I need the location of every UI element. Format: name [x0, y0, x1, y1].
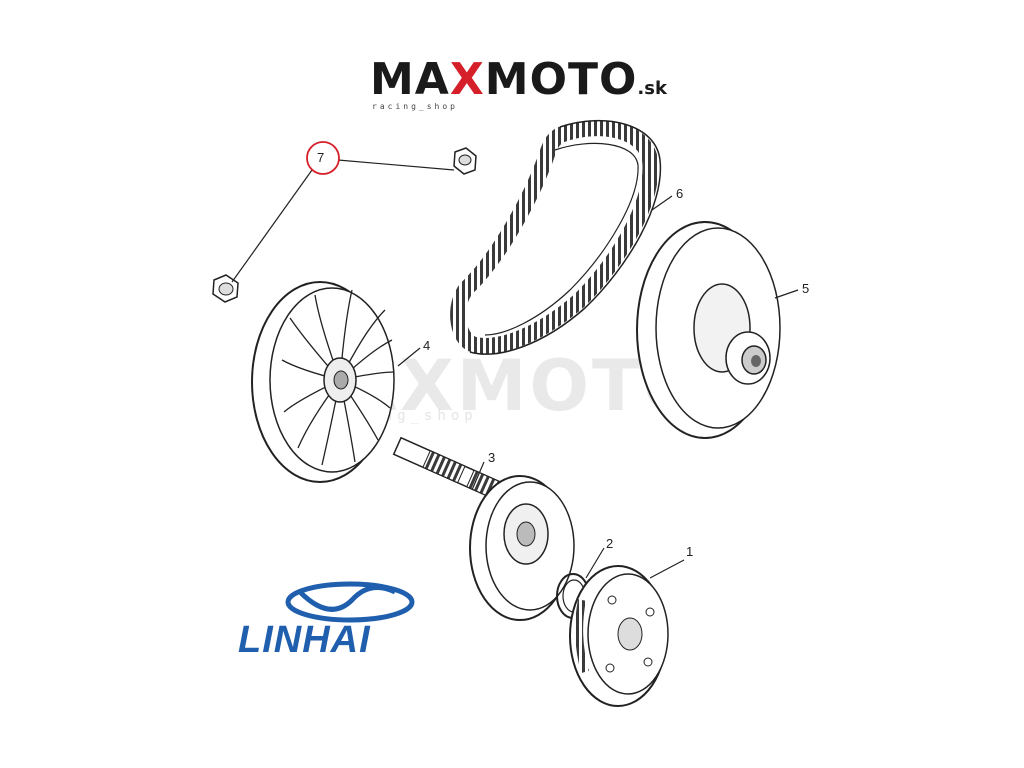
callout-7: 7: [317, 150, 325, 165]
logo-rest: MOTO: [484, 54, 638, 105]
callout-5: 5: [802, 281, 810, 296]
linhai-logo[interactable]: LINHAI: [238, 583, 453, 661]
logo-prefix: MA: [370, 54, 450, 105]
callout-3: 3: [488, 450, 496, 465]
leader-3: [471, 461, 485, 491]
highlight-circle: [306, 141, 340, 175]
leader-1: [649, 559, 685, 579]
leader-2: [585, 547, 605, 579]
linhai-wordmark: LINHAI: [238, 619, 371, 661]
logo-wordmark: MAXMOTO.sk: [370, 58, 680, 111]
callout-2: 2: [606, 536, 614, 551]
maxmoto-logo[interactable]: MAXMOTO.sk racing_shop: [370, 58, 680, 112]
logo-suffix: .sk: [637, 78, 667, 99]
linhai-logo-mark: [285, 581, 415, 623]
part-6-drive-belt: [450, 120, 662, 355]
leader-5: [774, 289, 799, 299]
part-3-shaft-clutch-housing: [392, 436, 575, 621]
leader-6: [651, 195, 673, 211]
logo-x: X: [449, 54, 485, 105]
leader-7: [231, 159, 455, 283]
logo-tagline: racing_shop: [372, 102, 458, 111]
part-4-drive-fan-pulley: [251, 281, 395, 483]
part-5-driven-pulley: [636, 221, 781, 439]
callout-1: 1: [686, 544, 694, 559]
part-7-nut-upper: [453, 147, 477, 175]
callout-6: 6: [676, 186, 684, 201]
leader-4: [397, 347, 421, 367]
callout-4: 4: [423, 338, 431, 353]
part-1-clutch-shoe-assembly: [569, 565, 669, 707]
